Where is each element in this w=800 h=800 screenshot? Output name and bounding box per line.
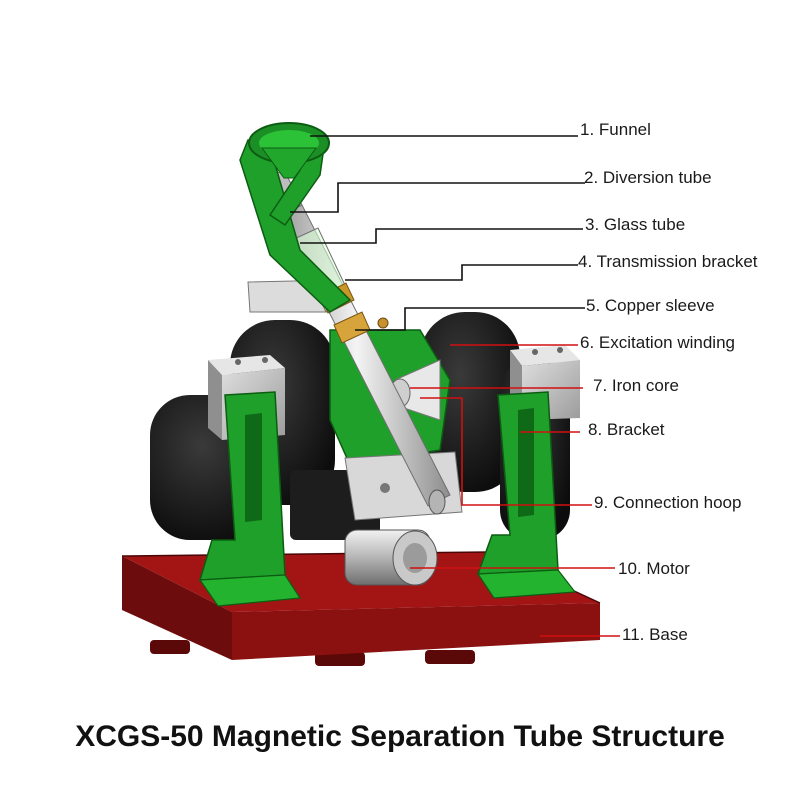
label-transmission-bracket: 4. Transmission bracket <box>578 252 758 271</box>
leader-diversion-tube <box>290 182 585 213</box>
motor-shape <box>344 529 438 586</box>
label-excitation-winding: 6. Excitation winding <box>580 333 735 352</box>
label-bracket: 8. Bracket <box>588 420 665 439</box>
label-iron-core: 7. Iron core <box>593 376 679 395</box>
label-diversion-tube: 2. Diversion tube <box>584 168 712 187</box>
label-base: 11. Base <box>622 625 688 644</box>
label-connection-hoop: 9. Connection hoop <box>594 493 742 512</box>
leader-copper-sleeve <box>355 307 585 331</box>
leader-transmission-bracket <box>345 264 578 281</box>
leader-lines <box>290 135 620 637</box>
label-motor: 10. Motor <box>618 559 690 578</box>
label-copper-sleeve: 5. Copper sleeve <box>586 296 715 315</box>
label-funnel: 1. Funnel <box>580 120 651 139</box>
leader-connection-hoop <box>420 397 592 506</box>
diagram-title: XCGS-50 Magnetic Separation Tube Structu… <box>75 720 725 753</box>
funnel-shape <box>239 122 352 313</box>
bracket-shape <box>198 391 577 607</box>
leader-glass-tube <box>300 228 583 244</box>
label-glass-tube: 3. Glass tube <box>585 215 686 234</box>
